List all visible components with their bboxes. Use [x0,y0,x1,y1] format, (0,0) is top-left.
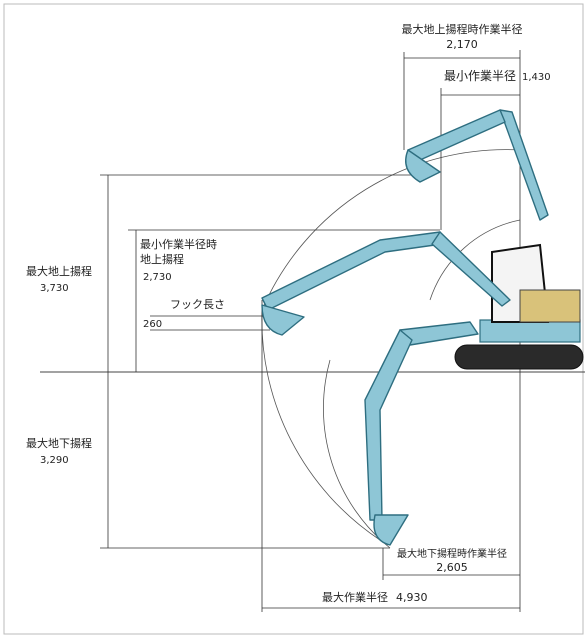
label-max-height-title: 最大地上揚程 [26,264,92,278]
boom-upper [499,109,549,221]
arm-lowered [364,321,479,546]
engine-cover [519,289,581,323]
label-min-radius-value: 1,430 [522,72,551,83]
inner-arc [429,219,521,301]
boom-forward [431,231,511,307]
label-max-depth-title: 最大地下揚程 [26,436,92,450]
arm-lowered-stick [364,329,413,521]
arm-forward [261,231,511,336]
label-max-radius-title: 最大作業半径 [322,590,388,604]
frame-border [3,3,584,635]
bucket-lowered [373,514,409,546]
upper-body [479,319,581,343]
bucket-upper [405,149,441,183]
label-max-radius-value: 4,930 [396,591,428,604]
arm-forward-stick [261,231,443,311]
arm-upper [407,109,506,161]
label-min-radius-height-line2: 地上揚程 [140,253,184,266]
crawler-track [454,344,584,370]
label-min-radius-height-value: 2,730 [143,272,172,283]
label-hook-title: フック長さ [170,298,225,311]
arm-raised [405,109,549,221]
label-max-depth-value: 3,290 [40,455,69,466]
depth-arc [323,359,391,549]
bucket-forward [261,304,305,336]
label-min-radius-title: 最小作業半径 [444,69,516,83]
label-reach-depth-value: 2,605 [436,561,468,574]
label-max-reach-ground-value: 2,170 [446,38,478,51]
label-hook-value: 260 [143,319,162,330]
label-max-reach-ground-title: 最大地上揚程時作業半径 [402,22,523,36]
label-min-radius-height-line1: 最小作業半径時 [140,237,217,251]
label-max-height-value: 3,730 [40,283,69,294]
excavator-body [454,243,584,370]
label-reach-depth-title: 最大地下揚程時作業半径 [397,547,507,560]
